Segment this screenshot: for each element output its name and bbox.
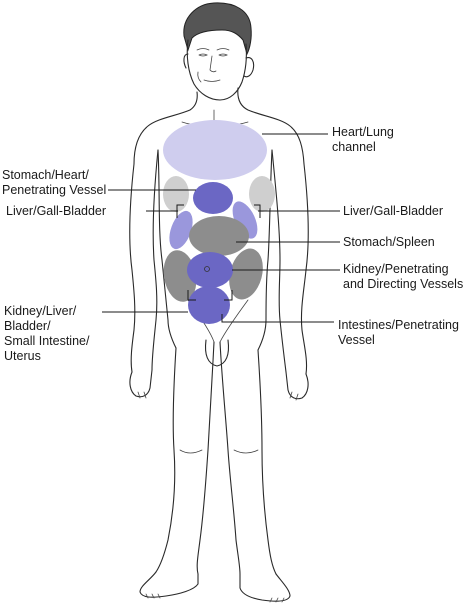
bracket-lines [176,204,261,301]
label-liver-right: Liver/Gall-Bladder [343,204,444,218]
label-liver-left: Liver/Gall-Bladder [6,204,107,218]
label-kidney-uterus: Kidney/Liver/Bladder/ Small Intestine/Ut… [4,304,90,363]
region-kidney-uterus [188,286,230,324]
label-stomach-heart: Stomach/Heart/Penetrating Vessel [2,168,107,197]
organ-regions [163,120,275,324]
label-stomach-spleen: Stomach/Spleen [343,235,435,249]
region-upper-left-gray [163,176,189,212]
region-lower-left-gray [163,250,197,302]
region-stomach-heart [193,182,233,214]
arms [129,149,309,401]
navel [204,266,210,272]
region-liver-left [169,210,193,250]
head [183,2,255,101]
region-kidney-vessels [187,252,233,288]
legs [139,341,291,603]
leader-lines [102,133,340,323]
region-upper-right-gray [249,176,275,212]
region-stomach-spleen [189,216,249,256]
region-heart-lung [163,120,267,180]
region-lower-right-gray [229,248,263,300]
